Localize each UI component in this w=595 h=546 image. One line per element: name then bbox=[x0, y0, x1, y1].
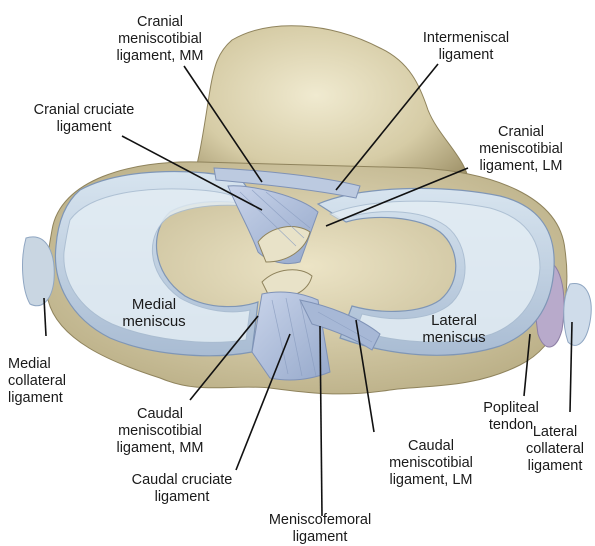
label-cranial-cruciate: Cranial cruciate ligament bbox=[4, 102, 164, 136]
label-lateral-collateral: Lateral collateral ligament bbox=[518, 424, 592, 475]
label-caudal-meniscotibial-lm: Caudal meniscotibial ligament, LM bbox=[356, 438, 506, 489]
label-intermeniscal: Intermeniscal ligament bbox=[406, 30, 526, 64]
label-cranial-meniscotibial-mm: Cranial meniscotibial ligament, MM bbox=[60, 14, 260, 65]
label-lateral-meniscus: Lateral meniscus bbox=[404, 312, 504, 346]
lateral-collateral-ligament-shape bbox=[564, 283, 591, 345]
leader-medial-collateral bbox=[44, 298, 46, 336]
label-caudal-meniscotibial-mm: Caudal meniscotibial ligament, MM bbox=[60, 406, 260, 457]
label-meniscofemoral: Meniscofemoral ligament bbox=[240, 512, 400, 546]
label-cranial-meniscotibial-lm: Cranial meniscotibial ligament, LM bbox=[456, 124, 586, 175]
label-medial-collateral: Medial collateral ligament bbox=[8, 356, 98, 407]
label-medial-meniscus: Medial meniscus bbox=[104, 296, 204, 330]
label-caudal-cruciate: Caudal cruciate ligament bbox=[92, 472, 272, 506]
